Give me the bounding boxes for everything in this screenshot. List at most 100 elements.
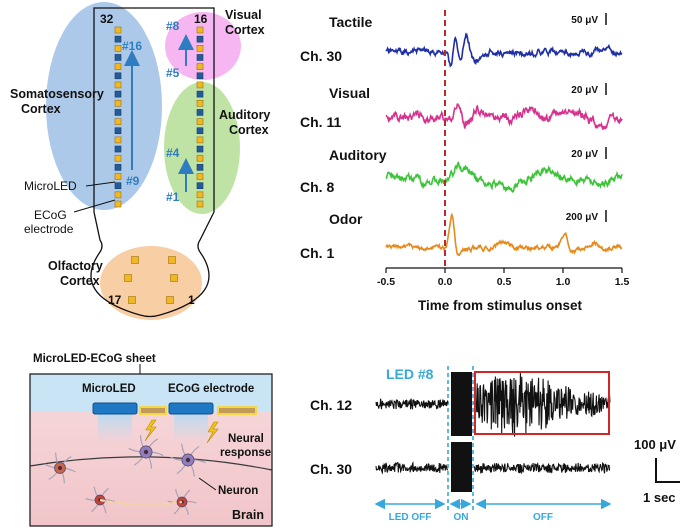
response-highlight-box: [474, 371, 610, 435]
channel-30-trace: [375, 461, 611, 475]
channel-number-32: 32: [100, 12, 114, 26]
auditory-label-line-2: Cortex: [229, 123, 269, 137]
tactile-trace: [385, 32, 623, 68]
ecog-electrode-site: [196, 118, 204, 125]
microled-site: [114, 145, 122, 153]
sheet-title: MicroLED-ECoG sheet: [33, 353, 156, 365]
neuron-cell: [170, 443, 206, 477]
olfactory-electrodes: [124, 256, 178, 304]
cortex-boundary: [29, 456, 273, 471]
evoked-traces-panel: Tactile Ch. 30 50 μV Visual Ch. 11 20 μV…: [300, 10, 629, 313]
microled-site: [196, 54, 204, 61]
ecog-electrode-site: [196, 45, 204, 52]
stimulation-artifact-bottom: [451, 442, 472, 492]
trace-channel-1: Ch. 1: [300, 245, 334, 261]
trace-title-tactile: Tactile: [329, 14, 373, 30]
microled-site: [196, 90, 204, 98]
microled-legend-label: MicroLED: [24, 179, 77, 193]
x-tick-label: 1.5: [615, 276, 630, 288]
microled-site: [196, 72, 204, 80]
neural-response-label: Neural response: [220, 433, 271, 459]
microled-site: [114, 109, 122, 116]
optogenetic-panel: LED #8 Ch. 12 Ch. 30 100 μV 1 sec LED OF…: [310, 366, 680, 523]
microled-chip-2: [168, 402, 214, 415]
schematic-frame: [29, 373, 273, 527]
olfactory-label: Olfactory Cortex: [48, 259, 106, 288]
microled-chip-1: [92, 402, 138, 415]
visual-trace: [385, 103, 623, 130]
schematic-ecog-label: ECoG electrode: [168, 383, 254, 395]
olfactory-region: [100, 246, 202, 320]
visual-label: Visual Cortex: [225, 8, 265, 37]
trace-channel-11: Ch. 11: [300, 114, 341, 130]
opto-channel-12: Ch. 12: [310, 397, 352, 413]
ecog-electrode-site: [196, 191, 204, 199]
channel-number-17: 17: [108, 293, 122, 307]
ecog-electrode-site: [114, 99, 122, 107]
schematic-panel: MicroLED-ECoG sheet MicroLED ECoG electr…: [29, 353, 273, 527]
ecog-electrode-site: [196, 81, 204, 89]
olfactory-electrode-site: [124, 274, 132, 282]
ecog-electrode-site: [196, 136, 204, 144]
ecog-legend-label: ECoG electrode: [24, 208, 74, 236]
trace-title-auditory: Auditory: [329, 147, 387, 163]
ecog-electrode-site: [114, 118, 122, 125]
axon: [99, 498, 183, 506]
brain-label: Brain: [232, 508, 264, 522]
x-axis-label: Time from stimulus onset: [418, 298, 583, 313]
ecog-legend-line-1: ECoG: [34, 208, 67, 222]
microled-ecog-sheet: [30, 374, 272, 412]
probe-outline: [90, 7, 215, 318]
scale-time-label: 1 sec: [643, 490, 676, 505]
ecog-legend-line-2: electrode: [24, 222, 74, 236]
electrode-shanks: [114, 26, 204, 208]
trace-scale-20b: 20 μV: [571, 149, 598, 160]
neuron-nucleus: [143, 449, 149, 455]
auditory-label: Auditory Cortex: [219, 108, 274, 137]
microled-site: [114, 54, 122, 61]
led-label-5: #5: [166, 66, 180, 80]
olfactory-electrode-site: [128, 296, 136, 304]
ecog-electrode-site: [114, 45, 122, 52]
trace-channel-30: Ch. 30: [300, 48, 342, 64]
stimulation-artifact-top: [451, 372, 472, 436]
microled-site: [196, 182, 204, 189]
trace-scale-50: 50 μV: [571, 15, 598, 26]
microled-site: [196, 109, 204, 116]
ecog-legend-line: [73, 199, 116, 213]
led-label-8: #8: [166, 19, 180, 33]
microled-site: [114, 164, 122, 171]
ecog-electrode-site: [114, 154, 122, 162]
neural-response-bolts: [144, 419, 219, 444]
neuron-cell: [128, 435, 164, 469]
led-glow-1: [98, 414, 132, 442]
odor-trace: [385, 212, 623, 257]
microled-site: [196, 145, 204, 153]
channel-number-1: 1: [188, 293, 195, 307]
neuron-drawings: [44, 435, 206, 516]
visual-label-line-2: Cortex: [225, 23, 265, 37]
microled-site: [196, 35, 204, 43]
ecog-electrode-site: [114, 200, 122, 208]
trace-scale-200: 200 μV: [566, 212, 599, 223]
x-tick-label: 1.0: [556, 276, 571, 288]
trace-scale-20a: 20 μV: [571, 85, 598, 96]
lightning-bolt-1: [144, 419, 157, 442]
microled-site: [114, 35, 122, 43]
ecog-electrode-site: [196, 173, 204, 180]
microled-legend-line: [85, 181, 116, 187]
microled-site: [196, 164, 204, 171]
ecog-electrode-site: [196, 200, 204, 208]
opto-channel-30: Ch. 30: [310, 461, 352, 477]
auditory-label-line-1: Auditory: [219, 108, 270, 122]
led-glow-2: [174, 414, 208, 442]
scale-voltage-label: 100 μV: [634, 437, 676, 452]
lightning-bolt-2: [206, 421, 219, 444]
neuron-cell: [44, 452, 76, 484]
phase-on-label: ON: [454, 512, 469, 523]
phase-led-off-label: LED OFF: [389, 512, 432, 523]
neural-response-line-2: response: [220, 447, 271, 459]
channel-12-trace: [375, 372, 611, 437]
